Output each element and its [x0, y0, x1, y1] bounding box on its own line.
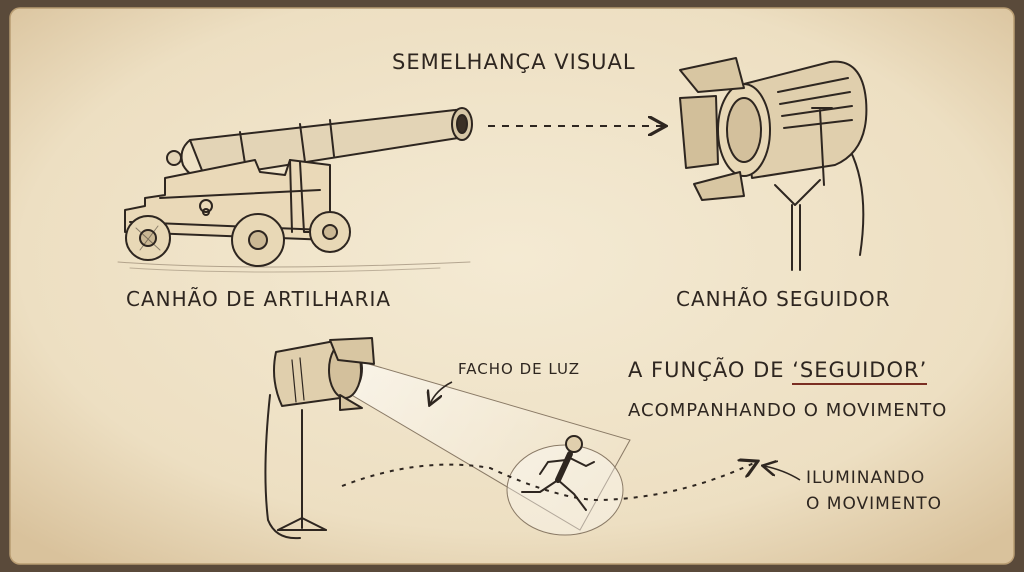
beam-pointer [430, 381, 453, 404]
artillery-cannon-icon [117, 107, 473, 273]
function-emphasis: ‘SEGUIDOR’ [792, 358, 928, 385]
beam-label: FACHO DE LUZ [458, 360, 580, 378]
spotlight-icon [679, 57, 868, 271]
diagram-title: SEMELHANÇA VISUAL [392, 50, 636, 74]
spotlight-label: CANHÃO SEGUIDOR [676, 287, 891, 311]
function-description: ACOMPANHANDO O MOVIMENTO [628, 400, 948, 421]
motion-path [341, 462, 756, 502]
illumination-pointer [764, 466, 801, 481]
function-heading: A FUNÇÃO DE ‘SEGUIDOR’ [628, 358, 928, 385]
beam-spot [506, 444, 624, 536]
illumination-label-line1: ILUMINANDO [806, 468, 926, 488]
illumination-label-line2: O MOVIMENTO [806, 494, 943, 514]
function-prefix: A FUNÇÃO DE [628, 358, 793, 382]
cannon-label: CANHÃO DE ARTILHARIA [126, 287, 392, 311]
follow-spot-icon [264, 337, 375, 540]
running-person-icon [521, 435, 595, 511]
